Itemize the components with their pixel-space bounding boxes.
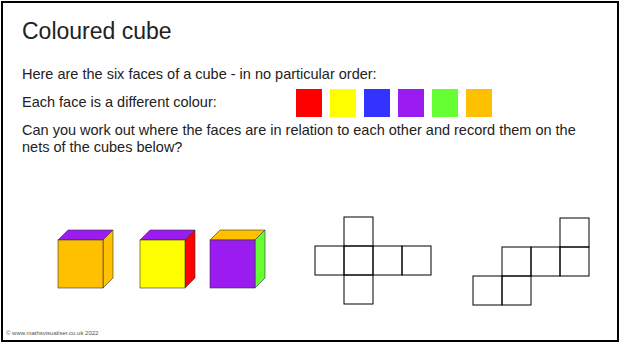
cube-three: [210, 230, 265, 288]
question-text: Can you work out where the faces are in …: [22, 122, 607, 157]
colour-swatches: [296, 89, 492, 117]
colour-text: Each face is a different colour:: [22, 94, 290, 111]
copyright-note: © www.mathsvisualiser.co.uk 2022: [6, 330, 306, 336]
intro-text: Here are the six faces of a cube - in no…: [22, 66, 602, 83]
step-net: [473, 218, 589, 305]
cube-two: [140, 230, 195, 288]
cube-one: [58, 230, 113, 288]
slide-title: Coloured cube: [22, 18, 422, 46]
cross-net: [315, 217, 431, 304]
